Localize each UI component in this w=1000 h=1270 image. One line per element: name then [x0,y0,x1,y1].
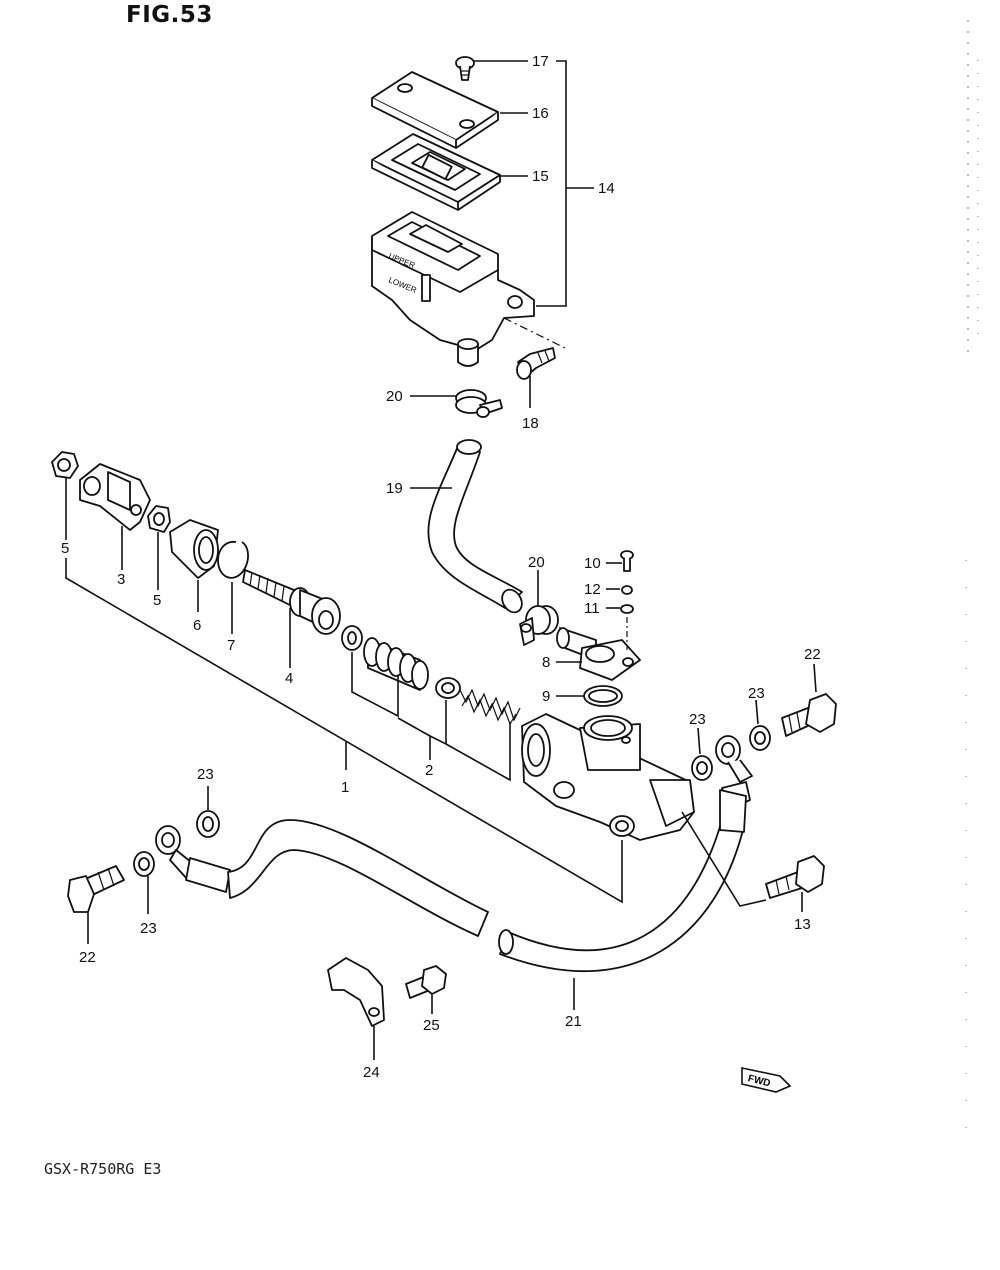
master-cylinder-body-1 [521,713,695,841]
fwd-arrow: FWD [741,1067,792,1093]
callout-5-right: 5 [153,592,161,609]
clevis-3 [79,463,151,531]
bolt-25 [405,965,447,999]
diaphragm-plate-15 [371,133,501,211]
callout-12: 12 [584,581,601,598]
reservoir-cap-16 [371,71,499,149]
callout-7: 7 [227,637,235,654]
washer-23-right-b [749,725,771,751]
callout-10: 10 [584,555,601,572]
boot-6 [169,519,219,579]
callout-24: 24 [363,1064,380,1081]
callout-15: 15 [532,168,549,185]
o-ring-9-inner [588,689,618,703]
screw-10 [620,550,634,572]
callout-5-left: 5 [61,540,69,557]
nut-5-left [51,451,79,479]
callout-18: 18 [522,415,539,432]
callout-20-upper: 20 [386,388,403,405]
callout-13: 13 [794,916,811,933]
callout-14: 14 [598,180,615,197]
hose-clamp-20-lower [519,605,559,646]
model-label: GSX-R750RG E3 [44,1160,162,1178]
reservoir-hose-19 [427,439,523,614]
reservoir-screw-17 [455,56,475,81]
callout-20-lower: 20 [528,554,545,571]
secondary-cup [435,677,461,699]
callout-22-right: 22 [804,646,821,663]
washer-11 [620,604,634,614]
callout-4: 4 [285,670,293,687]
callout-23-right-a: 23 [689,711,706,728]
callout-labels: 17 16 15 14 18 20 19 20 10 12 11 8 9 5 3… [61,53,821,1081]
union-bolt-13 [765,855,825,899]
piston-cup [341,625,363,651]
banjo-bolt-22-right [781,693,837,737]
callout-23-upper-left: 23 [197,766,214,783]
callout-22-left: 22 [79,949,96,966]
callout-16: 16 [532,105,549,122]
callout-21: 21 [565,1013,582,1030]
reservoir-bolt-18 [516,347,556,380]
callout-19: 19 [386,480,403,497]
fwd-label: FWD [747,1073,772,1089]
callout-9: 9 [542,688,550,705]
piston-2 [363,637,429,691]
callout-1: 1 [341,779,349,796]
callout-11: 11 [584,600,600,617]
return-spring [459,688,521,726]
circlip-7 [217,541,249,579]
callout-6: 6 [193,617,201,634]
callout-8: 8 [542,654,550,671]
hose-21 [227,789,747,973]
hose-clamp-20-upper [455,389,503,418]
callout-2: 2 [425,762,433,779]
leader-lines [65,60,817,1060]
left-banjo-assembly [67,810,231,913]
centerline-18 [503,317,566,349]
scan-edge-noise [965,20,979,1140]
callout-25: 25 [423,1017,440,1034]
connector-8 [556,627,641,681]
callout-3: 3 [117,571,125,588]
figure-title: FIG.53 [126,2,213,28]
washer-23-right-a [691,755,713,781]
reservoir-body: UPPER LOWER [371,211,535,367]
callout-23-right-b: 23 [748,685,765,702]
pushrod-4 [242,569,341,635]
callout-23-lower-left: 23 [140,920,157,937]
callout-17: 17 [532,53,549,70]
bracket-24 [327,957,385,1027]
washer-12 [621,585,633,595]
nut-5-right [147,505,171,533]
